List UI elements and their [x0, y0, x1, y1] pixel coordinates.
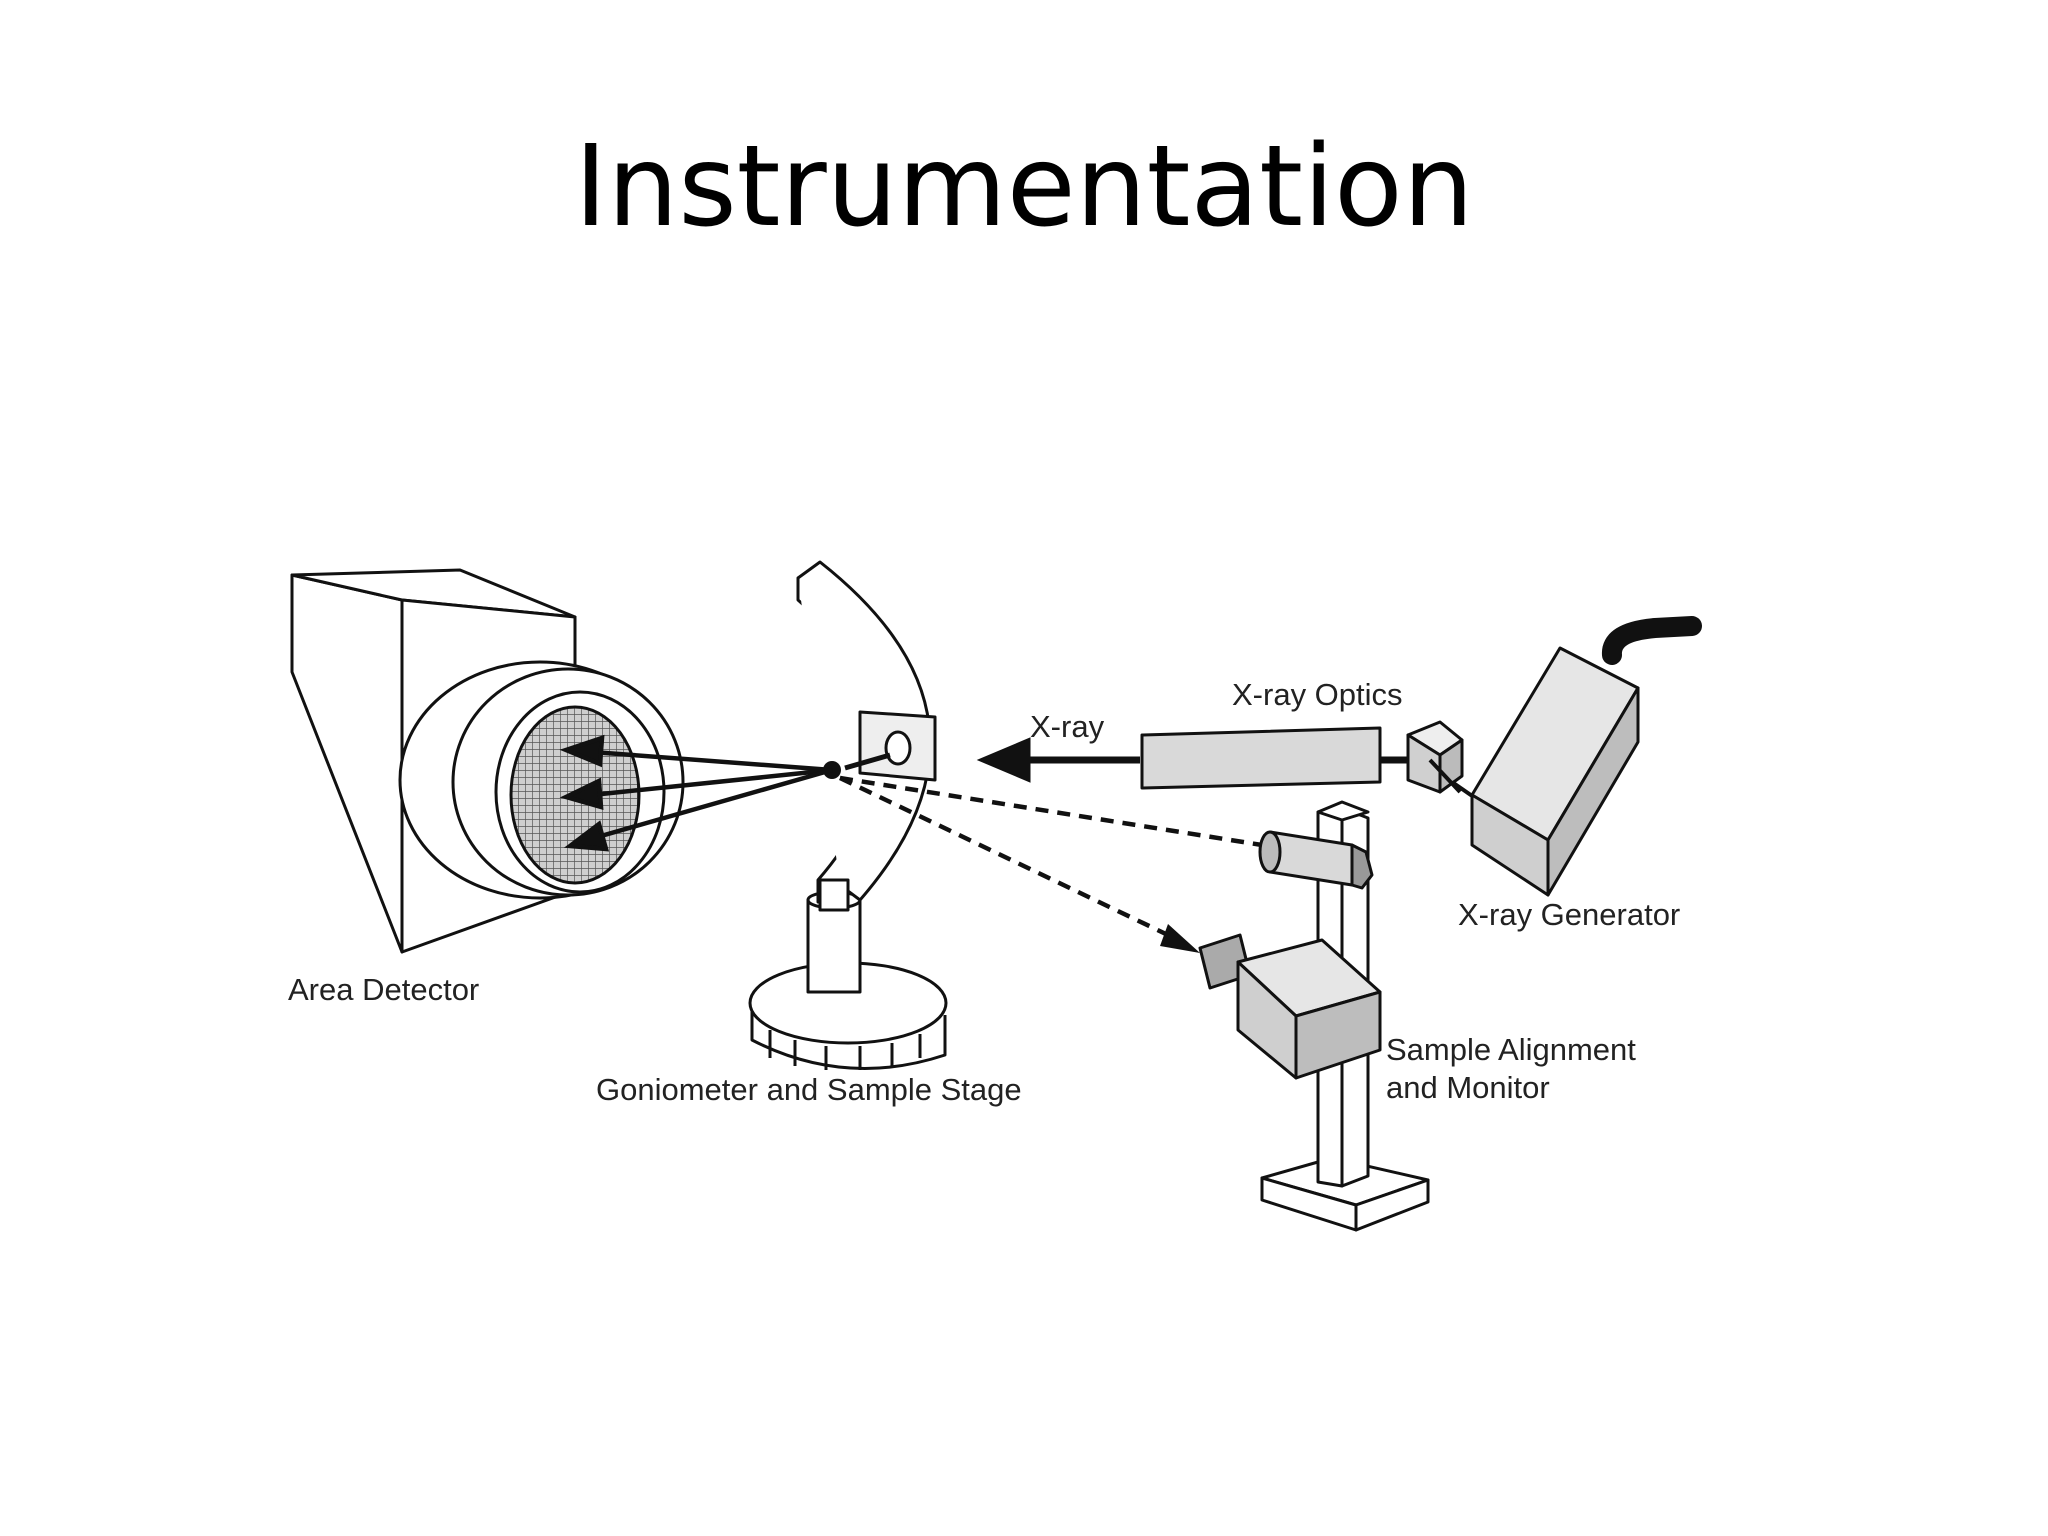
- goniometer-sample-stage: [748, 560, 948, 1070]
- diffracted-rays: [559, 734, 833, 852]
- goniometer-label: Goniometer and Sample Stage: [596, 1072, 1022, 1107]
- slide-title: Instrumentation: [574, 122, 1474, 252]
- xray-optics-label: X-ray Optics: [1232, 677, 1403, 712]
- xray-label: X-ray: [1030, 709, 1105, 744]
- xray-beam: [976, 737, 1140, 783]
- sample-alignment-label-line1: Sample Alignment: [1386, 1032, 1636, 1067]
- area-detector: [290, 568, 685, 954]
- xray-generator: [1470, 616, 1702, 897]
- sample-alignment-label-line2: and Monitor: [1386, 1070, 1550, 1105]
- xray-generator-label: X-ray Generator: [1458, 897, 1680, 932]
- monitor-arrow: [1160, 924, 1200, 953]
- alignment-sightlines: [839, 775, 1263, 938]
- area-detector-label: Area Detector: [288, 972, 479, 1007]
- xray-optics: [1140, 720, 1480, 802]
- sample-alignment-monitor: [1198, 800, 1430, 1232]
